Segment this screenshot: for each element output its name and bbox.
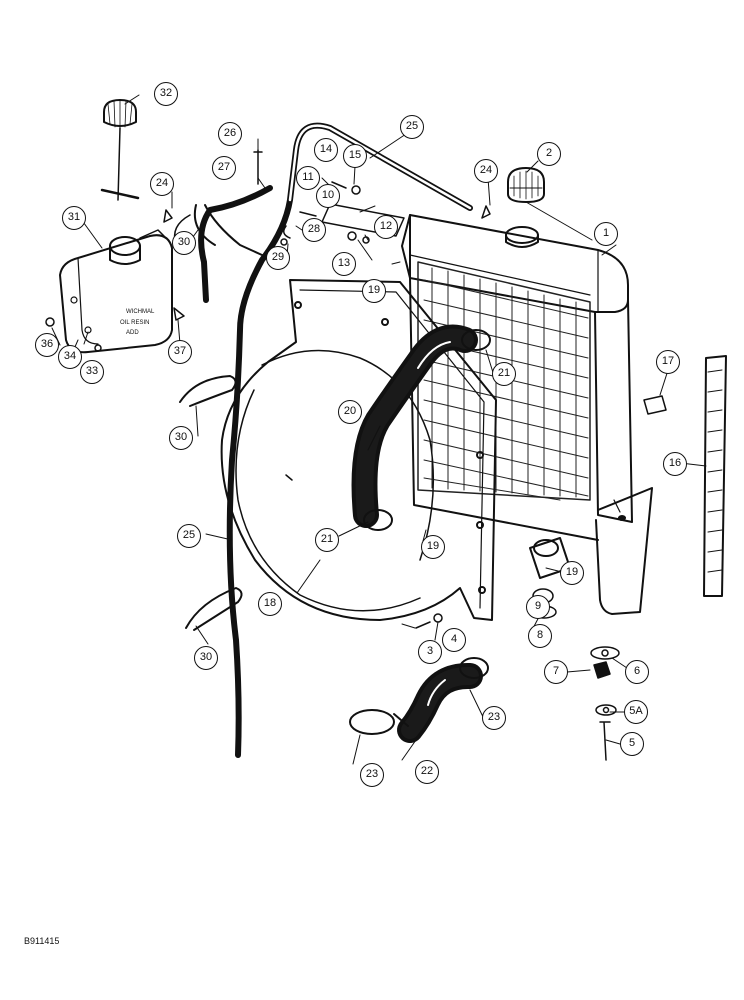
lower-hose (397, 663, 483, 743)
callout-c21a: 21 (492, 362, 516, 386)
callout-c11: 11 (296, 166, 320, 190)
svg-text:OIL RESIN: OIL RESIN (120, 320, 149, 326)
callout-c17: 17 (656, 350, 680, 374)
radiator-cap (505, 167, 545, 248)
callout-c2: 2 (537, 142, 561, 166)
callout-c7: 7 (544, 660, 568, 684)
callout-c4: 4 (442, 628, 466, 652)
callout-c30c: 30 (194, 646, 218, 670)
hose-clips (179, 204, 263, 631)
callout-c19c: 19 (560, 561, 584, 585)
seal-strip (703, 355, 727, 597)
callout-c26: 26 (218, 122, 242, 146)
callout-c37: 37 (168, 340, 192, 364)
callout-c28: 28 (302, 218, 326, 242)
callout-c34: 34 (58, 345, 82, 369)
callout-c8: 8 (528, 624, 552, 648)
callout-c20: 20 (338, 400, 362, 424)
callout-c5a: 5A (624, 700, 648, 724)
callout-c21b: 21 (315, 528, 339, 552)
svg-text:ADD: ADD (126, 330, 139, 336)
callout-c24b: 24 (150, 172, 174, 196)
callout-c33: 33 (80, 360, 104, 384)
callout-c18: 18 (258, 592, 282, 616)
hose-clamps (349, 329, 491, 735)
callout-c1: 1 (594, 222, 618, 246)
callout-c23b: 23 (360, 763, 384, 787)
callout-c27: 27 (212, 156, 236, 180)
callout-c6: 6 (625, 660, 649, 684)
callout-c16: 16 (663, 452, 687, 476)
callout-c12: 12 (374, 215, 398, 239)
svg-text:WICHMAL: WICHMAL (126, 309, 155, 315)
figure-id: B911415 (24, 936, 60, 946)
callout-c23a: 23 (482, 706, 506, 730)
callout-c10: 10 (316, 184, 340, 208)
callout-c3: 3 (418, 640, 442, 664)
callout-c31: 31 (62, 206, 86, 230)
callout-c36: 36 (35, 333, 59, 357)
callout-c15: 15 (343, 144, 367, 168)
callout-c19b: 19 (421, 535, 445, 559)
callout-c30b: 30 (169, 426, 193, 450)
callout-c25b: 25 (177, 524, 201, 548)
callout-c5: 5 (620, 732, 644, 756)
callout-c24a: 24 (474, 159, 498, 183)
callout-c13: 13 (332, 252, 356, 276)
callout-c19a: 19 (362, 279, 386, 303)
overflow-tank: WICHMAL OIL RESIN ADD (59, 229, 173, 354)
callout-c25a: 25 (400, 115, 424, 139)
tank-cap-dipstick (100, 99, 140, 201)
callout-c32: 32 (154, 82, 178, 106)
upper-hose (351, 324, 478, 528)
overflow-hose (173, 122, 473, 758)
callout-c9: 9 (526, 595, 550, 619)
callout-c14: 14 (314, 138, 338, 162)
callout-c22: 22 (415, 760, 439, 784)
callout-c29: 29 (266, 246, 290, 270)
callout-c30a: 30 (172, 231, 196, 255)
